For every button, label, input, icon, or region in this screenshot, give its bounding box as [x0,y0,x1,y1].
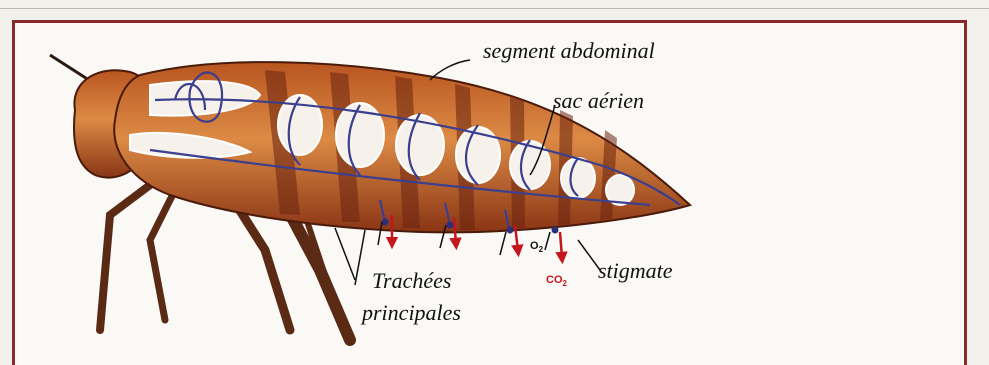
label-co2: CO2 [546,274,567,288]
label-o2: O2 [530,240,543,254]
label-segment-abdominal: segment abdominal [483,38,655,64]
label-trachees-line1: Trachées [372,268,451,294]
label-sac-aerien: sac aérien [553,88,644,114]
label-stigmate: stigmate [598,258,673,284]
label-trachees-line2: principales [362,300,461,326]
figure-stage: segment abdominal sac aérien Trachées pr… [0,0,989,354]
